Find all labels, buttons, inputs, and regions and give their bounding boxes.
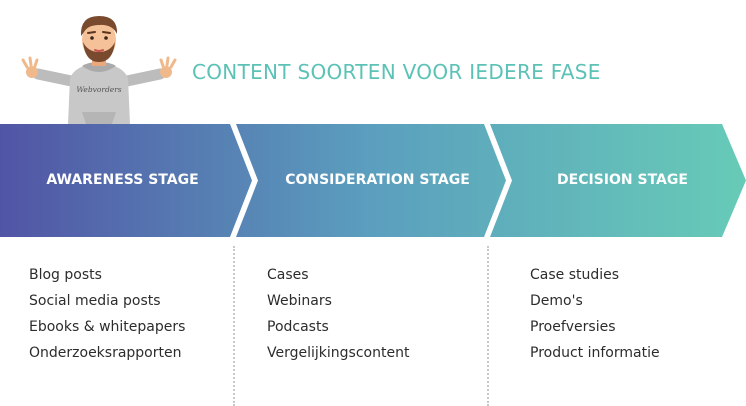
list-item: Proefversies xyxy=(530,319,616,335)
column-divider xyxy=(487,246,489,406)
list-item: Onderzoeksrapporten xyxy=(29,345,182,361)
list-item: Ebooks & whitepapers xyxy=(29,319,186,335)
list-item: Blog posts xyxy=(29,267,102,283)
list-item: Social media posts xyxy=(29,293,161,309)
column-divider xyxy=(233,246,235,406)
list-item: Podcasts xyxy=(267,319,329,335)
stage-label-awareness: AWARENESS STAGE xyxy=(46,172,199,188)
stage-label-decision: DECISION STAGE xyxy=(557,172,688,188)
list-item: Product informatie xyxy=(530,345,660,361)
list-item: Cases xyxy=(267,267,309,283)
awareness-content-list: Blog posts Social media posts Ebooks & w… xyxy=(29,262,185,366)
list-item: Case studies xyxy=(530,267,620,283)
page-title: CONTENT SOORTEN VOOR IEDERE FASE xyxy=(192,60,601,84)
mascot-illustration: Webvorders xyxy=(21,16,177,124)
stage-label-consideration: CONSIDERATION STAGE xyxy=(285,172,470,188)
list-item: Demo's xyxy=(530,293,583,309)
cartoon-man-shrugging-icon xyxy=(21,16,177,124)
list-item: Webinars xyxy=(267,293,332,309)
consideration-content-list: Cases Webinars Podcasts Vergelijkingscon… xyxy=(267,262,409,366)
stage-arrow-decision xyxy=(490,124,746,237)
stage-arrow-awareness xyxy=(0,124,252,237)
stage-arrows xyxy=(0,124,746,237)
decision-content-list: Case studies Demo's Proefversies Product… xyxy=(530,262,660,366)
shirt-logo-text: Webvorders xyxy=(76,85,121,94)
stage-arrow-consideration xyxy=(236,124,506,237)
list-item: Vergelijkingscontent xyxy=(267,345,410,361)
